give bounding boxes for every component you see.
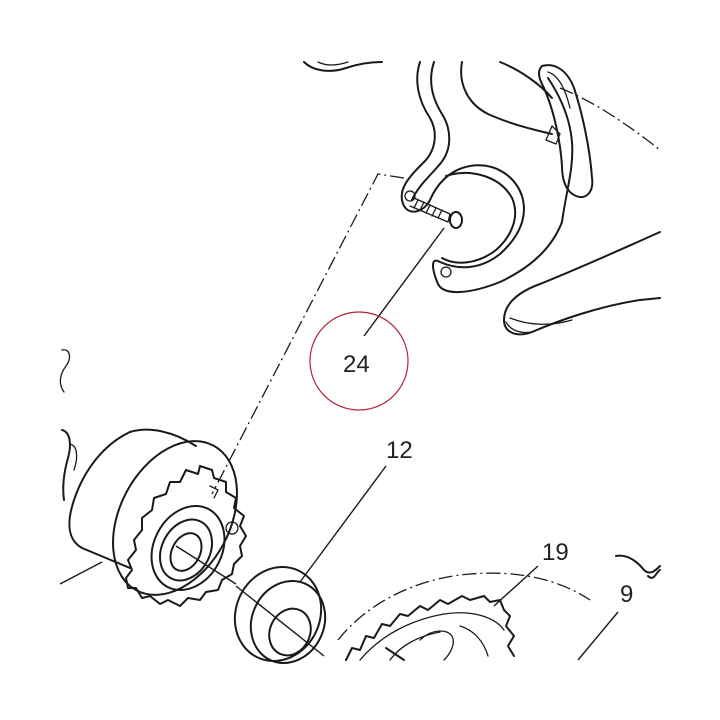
- leader-line-24: [363, 227, 445, 337]
- chainring: [337, 565, 591, 661]
- highlight-circle: [309, 311, 409, 411]
- bolt: [409, 197, 463, 229]
- spacer-cup: [233, 566, 327, 664]
- left-squiggle: [59, 349, 71, 393]
- frame-dropout: [400, 61, 574, 294]
- curved-arm: [503, 231, 661, 336]
- callout-12: 12: [386, 437, 413, 464]
- top-partial-part: [303, 61, 383, 72]
- leader-line-12: [299, 465, 387, 583]
- part-9-bracket: [577, 554, 661, 661]
- drive-unit-hub: [59, 428, 247, 607]
- callout-24: 24: [343, 351, 370, 378]
- chainstay-bridge: [538, 64, 661, 198]
- callout-9: 9: [620, 581, 633, 608]
- assembly-axis: [211, 173, 405, 495]
- hub-axis-line: [175, 545, 237, 585]
- callout-19: 19: [542, 539, 569, 566]
